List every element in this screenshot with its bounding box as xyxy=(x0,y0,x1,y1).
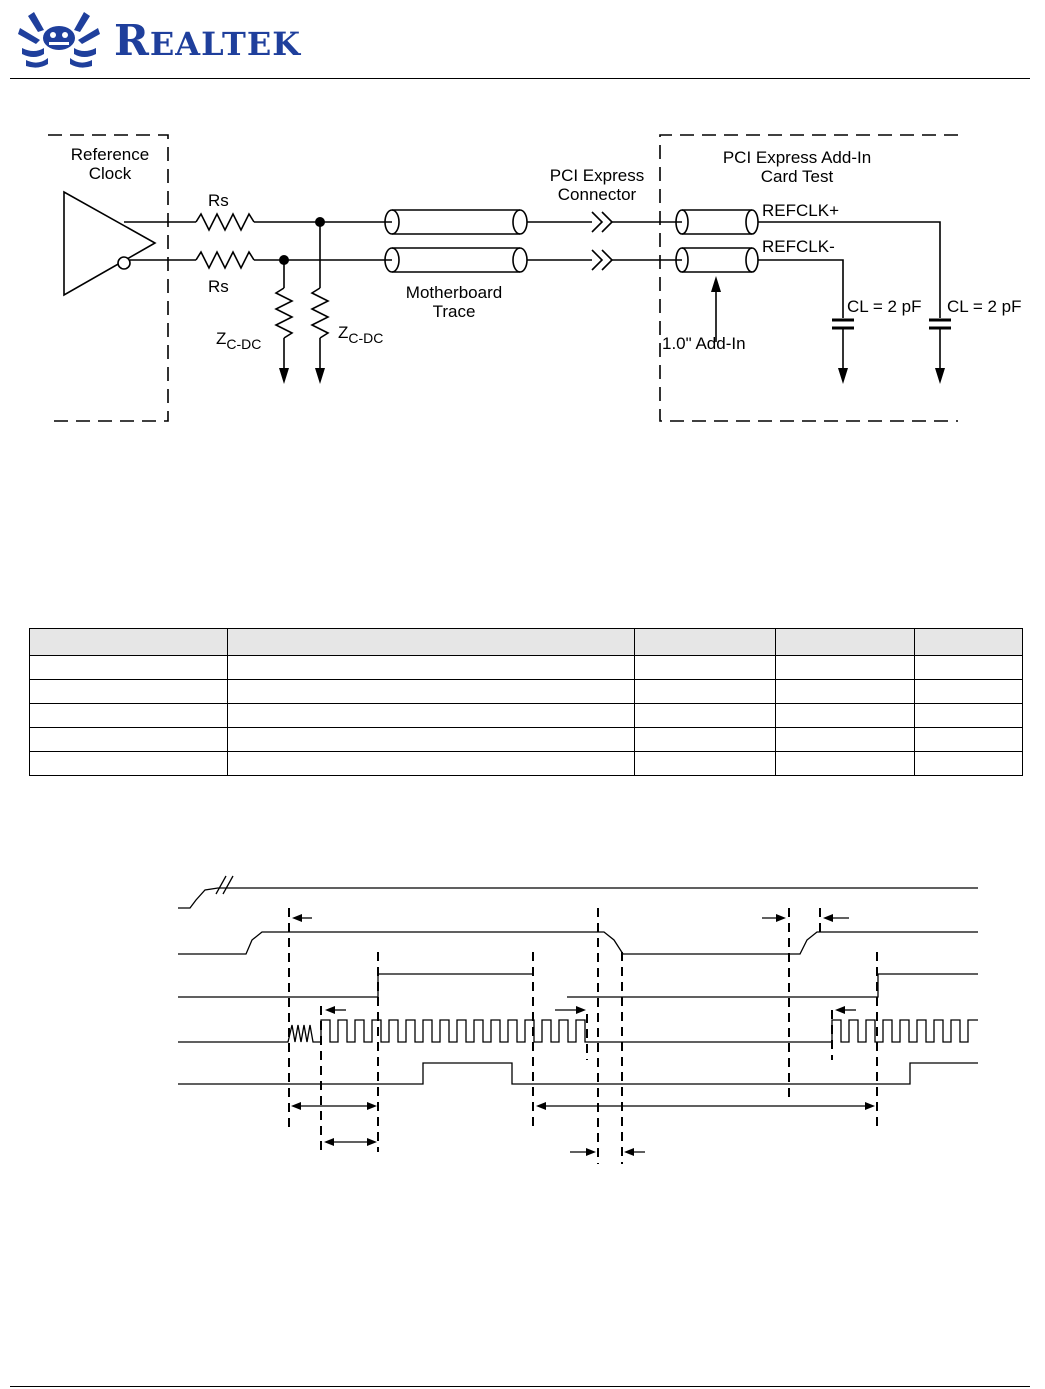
table-row xyxy=(29,679,1023,704)
addin-card-label-1: PCI Express Add-In xyxy=(723,148,871,167)
header-divider xyxy=(10,78,1030,79)
inverted-output-bubble xyxy=(117,256,131,270)
table-row xyxy=(29,655,1023,680)
spec-table xyxy=(29,628,1023,776)
reference-clock-box xyxy=(48,134,169,422)
ground-arrow-icon xyxy=(315,368,325,384)
timing-row-3 xyxy=(178,973,534,998)
motherboard-trace-label-2: Trace xyxy=(433,302,476,321)
timing-row-5 xyxy=(178,1062,978,1085)
ground-arrow-icon xyxy=(935,368,945,384)
ground-arrow-icon xyxy=(838,368,848,384)
table-row xyxy=(29,751,1023,776)
timing-row-4-clock xyxy=(178,1019,978,1043)
power-sequence-timing-diagram xyxy=(178,875,978,1164)
connector-label-2: Connector xyxy=(558,185,637,204)
pointer-arrow-icon xyxy=(711,276,721,292)
connector-top-icon xyxy=(591,211,604,233)
footer-divider xyxy=(10,1386,1030,1387)
zcdc-right-label: ZC-DC xyxy=(338,323,383,346)
addin-card-box xyxy=(659,134,958,422)
rs-top-label: Rs xyxy=(208,191,229,210)
connector-bottom-icon xyxy=(591,249,604,271)
reference-clock-label-2: Clock xyxy=(89,164,132,183)
clock-buffer-icon xyxy=(63,190,157,297)
table-row xyxy=(29,703,1023,728)
page-header: REALTEK xyxy=(0,0,1045,80)
reference-clock-label-1: Reference xyxy=(71,145,149,164)
zcdc-left-resistor-icon xyxy=(274,287,294,339)
refclk-plus-label: REFCLK+ xyxy=(762,201,839,220)
rs-top-resistor-icon xyxy=(195,212,255,232)
logo-rest: EALTEK xyxy=(149,25,302,63)
table-row xyxy=(29,727,1023,752)
zcdc-left-label: ZC-DC xyxy=(216,329,261,352)
motherboard-trace-label-1: Motherboard xyxy=(406,283,502,302)
table-header-row xyxy=(29,628,1023,656)
ground-arrow-icon xyxy=(279,368,289,384)
rs-bottom-resistor-icon xyxy=(195,250,255,270)
cl-left-label: CL = 2 pF xyxy=(847,297,922,316)
timing-row-2 xyxy=(178,931,978,955)
realtek-wordmark: REALTEK xyxy=(114,16,301,65)
timing-row-1 xyxy=(178,887,978,909)
addin-card-label-2: Card Test xyxy=(761,167,834,186)
realtek-crab-logo-icon xyxy=(18,12,100,68)
cl-right-label: CL = 2 pF xyxy=(947,297,1022,316)
rs-bottom-label: Rs xyxy=(208,277,229,296)
addin-length-label: 1.0" Add-In xyxy=(662,334,746,353)
zcdc-right-resistor-icon xyxy=(310,287,330,339)
logo-initial: R xyxy=(114,16,150,65)
refclk-minus-label: REFCLK- xyxy=(762,237,835,256)
refclk-test-circuit-diagram: Reference Clock Rs Rs ZC-DC ZC-DC Mother… xyxy=(48,134,1022,422)
connector-label-1: PCI Express xyxy=(550,166,644,185)
